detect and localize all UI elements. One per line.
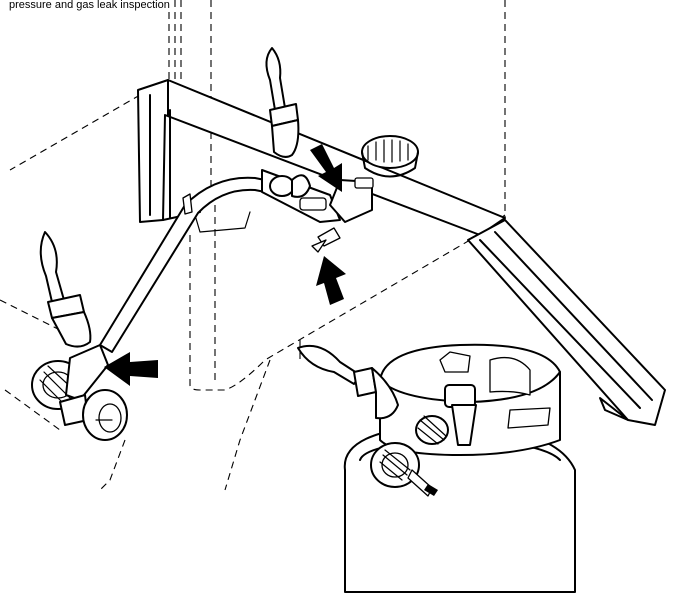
arrow-icon — [310, 144, 342, 192]
arrow-icon — [104, 352, 158, 386]
paint-brush-icon — [39, 231, 92, 348]
figure-caption: pressure and gas leak inspection — [6, 0, 173, 11]
side-shelf-bracket — [467, 219, 666, 426]
arrow-icon — [316, 256, 346, 305]
paint-brush-icon — [265, 47, 300, 158]
tank-valve — [370, 384, 477, 497]
control-knob — [361, 135, 419, 178]
paint-brush-icon — [297, 344, 399, 420]
regulator — [31, 344, 128, 441]
valve-fitting — [261, 169, 374, 253]
gas-manifold-pipe — [99, 176, 276, 353]
